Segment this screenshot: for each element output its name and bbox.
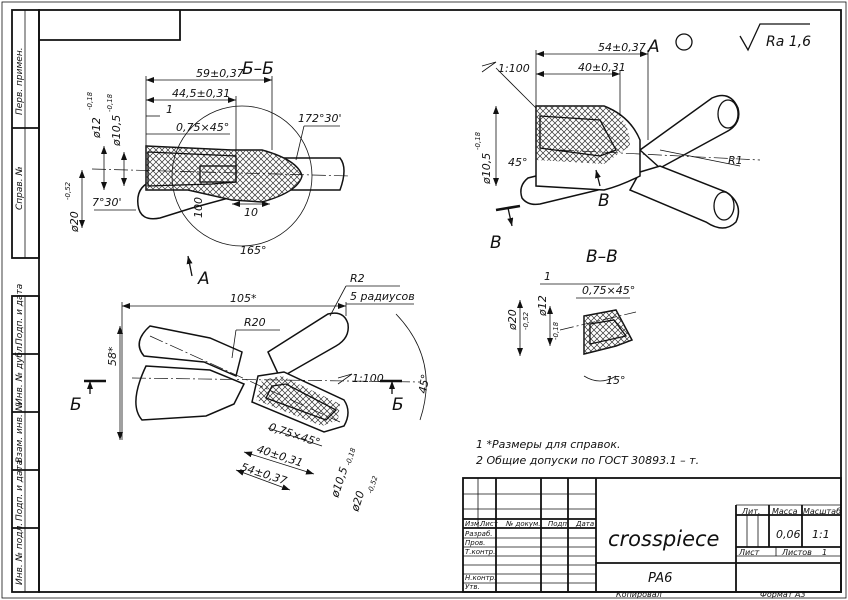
- section-bb-title: Б–Б: [242, 59, 274, 79]
- plan-view: 105* R20 R2 5 радиусов 58* 1:100 45° 0,7…: [70, 272, 432, 514]
- vv-dim-15: 15°: [606, 374, 626, 387]
- plan-dim-45: 45°: [416, 373, 432, 394]
- surface-finish-value: Ra 1,6: [766, 34, 811, 50]
- bb-dim-165: 165°: [240, 244, 267, 257]
- bb-dim-d10-5: ø10,5: [110, 115, 123, 147]
- plan-dim-58: 58*: [106, 346, 119, 366]
- plan-dim-taper: 1:100: [352, 372, 384, 385]
- side-stamp-5: Взам. инв. №: [15, 402, 25, 463]
- tb-copied: Копировал: [616, 590, 662, 599]
- section-vv-view: В–В 1 0,75×45° 15° ø20 -0,52 ø12 -0,18: [506, 247, 637, 387]
- vv-dim-1: 1: [544, 270, 551, 283]
- vv-dim-d12: ø12: [536, 295, 549, 317]
- bb-dim-d20-tol: -0,52: [64, 181, 72, 200]
- bb-dim-7-30: 7°30': [92, 196, 122, 209]
- vv-dim-d20: ø20: [506, 309, 519, 331]
- side-stamp-7: Инв. № подл.: [15, 523, 25, 585]
- va-dim-r1: R1: [728, 154, 743, 167]
- bb-dim-chamfer: 0,75×45°: [176, 121, 229, 134]
- va-dim-d10-5-tol: -0,18: [474, 131, 482, 150]
- tb-material: PA6: [648, 571, 672, 586]
- plan-dim-d20-tol: -0,52: [366, 474, 379, 494]
- bb-dim-172-30: 172°30': [298, 112, 342, 125]
- tb-lit-header: Лит.: [741, 507, 760, 516]
- side-stamp-3: Подп. и дата: [15, 284, 25, 345]
- va-dim-54: 54±0,37: [598, 41, 646, 54]
- bb-dim-44-5: 44,5±0,31: [172, 87, 230, 100]
- plan-dim-r2: R2: [350, 272, 365, 285]
- tb-mass-header: Масса: [772, 507, 798, 516]
- vv-dim-chamfer: 0,75×45°: [582, 284, 635, 297]
- plan-dim-d10-5: ø10,5: [328, 465, 350, 500]
- tb-row-razrab: Разраб.: [465, 530, 493, 538]
- tb-row-utv: Утв.: [465, 583, 480, 591]
- tb-part-name: crosspiece: [608, 527, 719, 551]
- bb-dim-d12-tol: -0,18: [86, 91, 94, 110]
- tb-col-date: Дата: [575, 520, 594, 528]
- note-1: 1 *Размеры для справок.: [476, 438, 621, 451]
- plan-cut-label-right: Б: [392, 395, 404, 415]
- bb-dim-59: 59±0,37: [196, 67, 244, 80]
- view-a: А 54±0,37 40±0,31 1:100 45° R1 ø10,5 -0,…: [474, 33, 761, 253]
- tb-row-nkontr: Н.контр.: [465, 574, 496, 582]
- title-block: Изм. Лист № докум. Подп. Дата Разраб. Пр…: [462, 477, 842, 593]
- note-2: 2 Общие допуски по ГОСТ 30893.1 – т.: [476, 454, 699, 467]
- top-left-stamp-box: [39, 10, 181, 41]
- tb-scale-header: Масштаб: [803, 507, 841, 516]
- plan-dim-5-radii: 5 радиусов: [350, 290, 415, 303]
- tb-col-list: Лист: [479, 520, 499, 528]
- tb-format: Формат А3: [760, 590, 806, 599]
- tb-mass-value: 0,06: [776, 528, 801, 541]
- tb-scale-value: 1:1: [812, 528, 830, 541]
- side-stamp-1: Перв. примен.: [15, 47, 25, 115]
- vv-dim-d20-tol: -0,52: [522, 311, 530, 330]
- side-stamp-2: Справ. №: [15, 166, 25, 210]
- bb-dim-d20: ø20: [68, 211, 81, 233]
- plan-cut-label-left: Б: [70, 395, 82, 415]
- tb-col-sign: Подп.: [548, 520, 569, 528]
- tb-sheets-label: Листов: [781, 548, 812, 557]
- section-bb-view: Б–Б 59±0,37 44,5±0,31 1 0,75×45° 172°30'…: [64, 59, 351, 289]
- plan-dim-40: 40±0,31: [255, 442, 304, 469]
- surface-finish-symbol: Ra 1,6: [739, 23, 811, 52]
- tb-col-izm: Изм.: [465, 520, 481, 528]
- section-vv-title: В–В: [586, 247, 618, 267]
- va-cut-label-right: В: [598, 191, 610, 211]
- side-stamp-4: Инв. № дубл.: [15, 343, 25, 405]
- plan-dim-r20: R20: [244, 316, 266, 329]
- va-cut-label-left: В: [490, 233, 502, 253]
- va-dim-45: 45°: [508, 156, 528, 169]
- tb-row-prov: Пров.: [465, 539, 485, 547]
- tb-sheets-count: 1: [822, 548, 827, 557]
- tb-sheet-label: Лист: [738, 548, 760, 557]
- bb-dim-d10-5-tol: -0,18: [106, 93, 114, 112]
- plan-dim-d10-5-tol: -0,18: [344, 446, 357, 466]
- side-stamp-6: Подп. и дата: [15, 460, 25, 521]
- tb-row-tkontr: Т.контр.: [465, 548, 495, 556]
- tb-col-doc: № докум.: [505, 520, 541, 528]
- vv-dim-d12-tol: -0,18: [552, 321, 560, 340]
- va-dim-taper: 1:100: [498, 62, 530, 75]
- technical-notes: 1 *Размеры для справок. 2 Общие допуски …: [476, 438, 699, 467]
- plan-dim-d20: ø20: [348, 489, 367, 514]
- plan-dim-54: 54±0,37: [239, 460, 288, 487]
- va-dim-40: 40±0,31: [578, 61, 626, 74]
- view-a-title: А: [647, 37, 660, 57]
- bb-dim-100: 100: [192, 197, 205, 218]
- left-side-stamp: Перв. примен. Справ. № Подп. и дата Инв.…: [11, 9, 40, 593]
- view-a-arrow-label: А: [197, 269, 210, 289]
- bb-dim-10: 10: [244, 206, 258, 219]
- va-dim-d10-5: ø10,5: [480, 153, 493, 185]
- plan-dim-105: 105*: [230, 292, 257, 305]
- bb-dim-d12: ø12: [90, 117, 103, 139]
- bb-dim-1: 1: [166, 103, 173, 116]
